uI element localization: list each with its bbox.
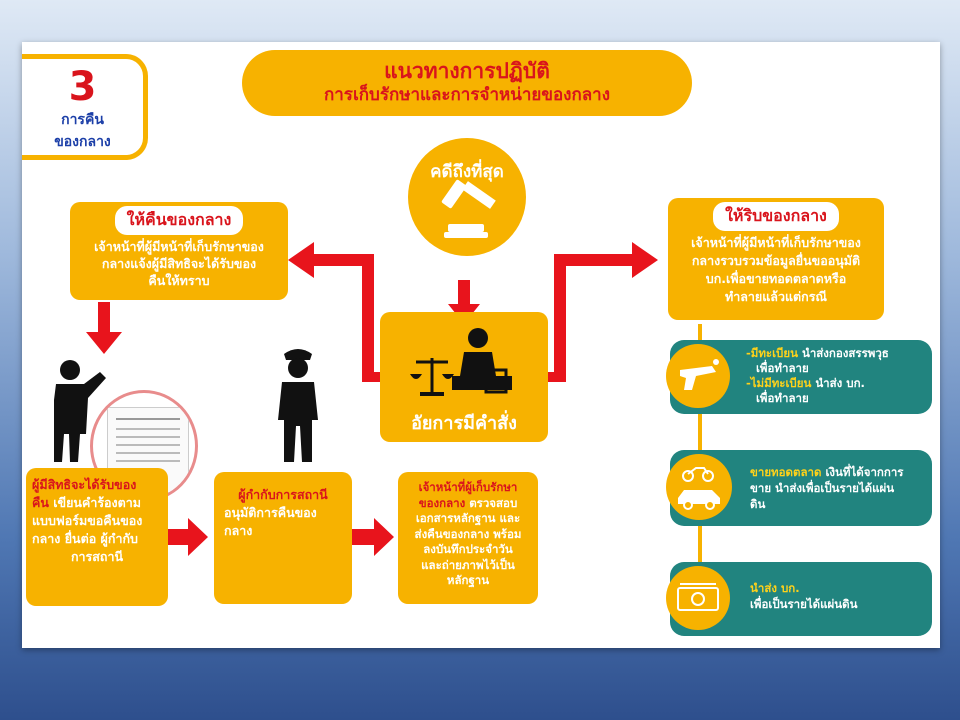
claimant-box: ผู้มีสิทธิจะได้รับของ คืน เขียนคำร้องตาม… <box>26 468 168 606</box>
vehicle-auction-box: ขายทอดตลาด เงินที่ได้จากการ ขาย นำส่งเพื… <box>666 450 932 526</box>
seize-text-2: กลางรวบรวมข้อมูลยื่นขออนุมัติ <box>691 253 861 268</box>
officer-highlight-tail: ตรวจสอบ <box>465 495 518 510</box>
return-title: ให้คืนของกลาง <box>114 206 244 235</box>
gun-reg-label: -มีทะเบียน <box>746 346 798 360</box>
seize-title: ให้ริบของกลาง <box>713 202 839 231</box>
prosecutor-box: อัยการมีคำสั่ง <box>380 312 548 442</box>
chief-text-2: อนุมัติการคืนของ <box>224 505 317 520</box>
seize-text-4: ทำลายแล้วแต่กรณี <box>724 289 828 304</box>
vehicle-icon-circle <box>666 454 732 520</box>
gun-disposal-box: -มีทะเบียน นำส่งกองสรรพวุธ เพื่อทำลาย -ไ… <box>666 340 932 414</box>
final-case-label: คดีถึงที่สุด <box>430 162 504 182</box>
header-title-pill: แนวทางการปฏิบัติ การเก็บรักษาและการจำหน่… <box>242 50 692 116</box>
seize-text-1: เจ้าหน้าที่ผู้มีหน้าที่เก็บรักษาของ <box>691 235 861 250</box>
vehicle-text-2: ขาย นำส่งเพื่อเป็นรายได้แผ่น <box>750 481 895 495</box>
step-badge: 3 การคืน ของกลาง <box>22 54 148 160</box>
vehicle-text-1: เงินที่ได้จากการ <box>821 465 904 479</box>
arrow-to-seize <box>554 242 658 378</box>
arrow-chief-to-officer <box>352 518 394 556</box>
claimant-text-rest: เขียนคำร้องตาม <box>48 495 142 510</box>
return-text-2: กลางแจ้งผู้มีสิทธิจะได้รับของ <box>101 256 257 271</box>
prosecutor-label: อัยการมีคำสั่ง <box>411 413 517 434</box>
claimant-text-1: แบบฟอร์มขอคืนของ <box>32 513 143 528</box>
officer-box: เจ้าหน้าที่ผู้เก็บรักษา ของกลาง ตรวจสอบ … <box>398 472 538 604</box>
arrow-prosecutor-left-link <box>362 372 382 382</box>
officer-highlight-1: เจ้าหน้าที่ผู้เก็บรักษา <box>418 480 518 494</box>
money-icon-circle <box>666 566 730 630</box>
gun-icon <box>680 359 719 390</box>
vehicle-label: ขายทอดตลาด <box>750 465 822 479</box>
gun-unreg-text: นำส่ง บก. <box>811 376 865 390</box>
police-figure-icon <box>278 349 318 462</box>
chief-text-1: ผู้กำกับการสถานี <box>238 487 328 502</box>
officer-text-1: เอกสารหลักฐาน และ <box>415 511 521 525</box>
return-text-3: คืนให้ทราบ <box>148 273 210 288</box>
claimant-text-2: กลาง ยื่นต่อ ผู้กำกับ <box>32 531 138 546</box>
return-text-1: เจ้าหน้าที่ผู้มีหน้าที่เก็บรักษาของ <box>94 239 264 254</box>
vehicle-icon <box>678 467 720 510</box>
gun-reg-text: นำส่งกองสรรพวุธ <box>797 346 889 360</box>
infographic-panel: 3 การคืน ของกลาง แนวทางการปฏิบัติ การเก็… <box>22 42 940 648</box>
money-text: เพื่อเป็นรายได้แผ่นดิน <box>750 597 858 611</box>
seize-box: ให้ริบของกลาง เจ้าหน้าที่ผู้มีหน้าที่เก็… <box>668 198 884 320</box>
prosecutor-icon <box>410 328 512 396</box>
chief-box: ผู้กำกับการสถานี อนุมัติการคืนของ กลาง <box>214 472 352 604</box>
return-box: ให้คืนของกลาง เจ้าหน้าที่ผู้มีหน้าที่เก็… <box>70 202 288 300</box>
officer-text-3: ลงบันทึกประจำวัน <box>423 542 513 556</box>
step-number: 3 <box>68 64 97 110</box>
arrow-prosecutor-right-link <box>546 372 566 382</box>
claimant-highlight-2: คืน <box>32 495 49 510</box>
officer-text-2: ส่งคืนของกลาง พร้อม <box>414 526 522 541</box>
header-subtitle: การเก็บรักษาและการจำหน่ายของกลาง <box>323 85 611 105</box>
officer-text-4: และถ่ายภาพไว้เป็น <box>421 557 515 572</box>
arrow-to-return <box>288 242 374 378</box>
step-line2: ของกลาง <box>54 134 111 150</box>
arrow-claimant-to-chief <box>168 518 208 556</box>
vehicle-text-3: ดิน <box>750 497 766 511</box>
seize-text-3: บก.เพื่อขายทอดตลาดหรือ <box>705 271 847 286</box>
money-icon <box>677 583 719 611</box>
money-delivery-box: นำส่ง บก. เพื่อเป็นรายได้แผ่นดิน <box>666 562 932 636</box>
step-line1: การคืน <box>61 112 104 128</box>
header-title: แนวทางการปฏิบัติ <box>384 59 550 83</box>
money-label: นำส่ง บก. <box>750 581 800 595</box>
arrow-return-down <box>86 302 122 354</box>
gun-icon-circle <box>666 344 730 408</box>
gun-unreg-text-2: เพื่อทำลาย <box>756 391 809 405</box>
claimant-figure-icon <box>54 360 106 462</box>
gun-reg-text-2: เพื่อทำลาย <box>756 361 809 375</box>
final-case-circle: คดีถึงที่สุด <box>408 138 526 256</box>
chief-text-3: กลาง <box>224 523 253 538</box>
officer-highlight-2: ของกลาง <box>418 495 466 510</box>
claimant-highlight: ผู้มีสิทธิจะได้รับของ <box>32 477 137 492</box>
gavel-icon <box>441 179 496 238</box>
claimant-text-3: การสถานี <box>70 549 124 564</box>
gun-unreg-label: -ไม่มีทะเบียน <box>746 376 812 390</box>
officer-text-5: หลักฐาน <box>446 573 490 587</box>
